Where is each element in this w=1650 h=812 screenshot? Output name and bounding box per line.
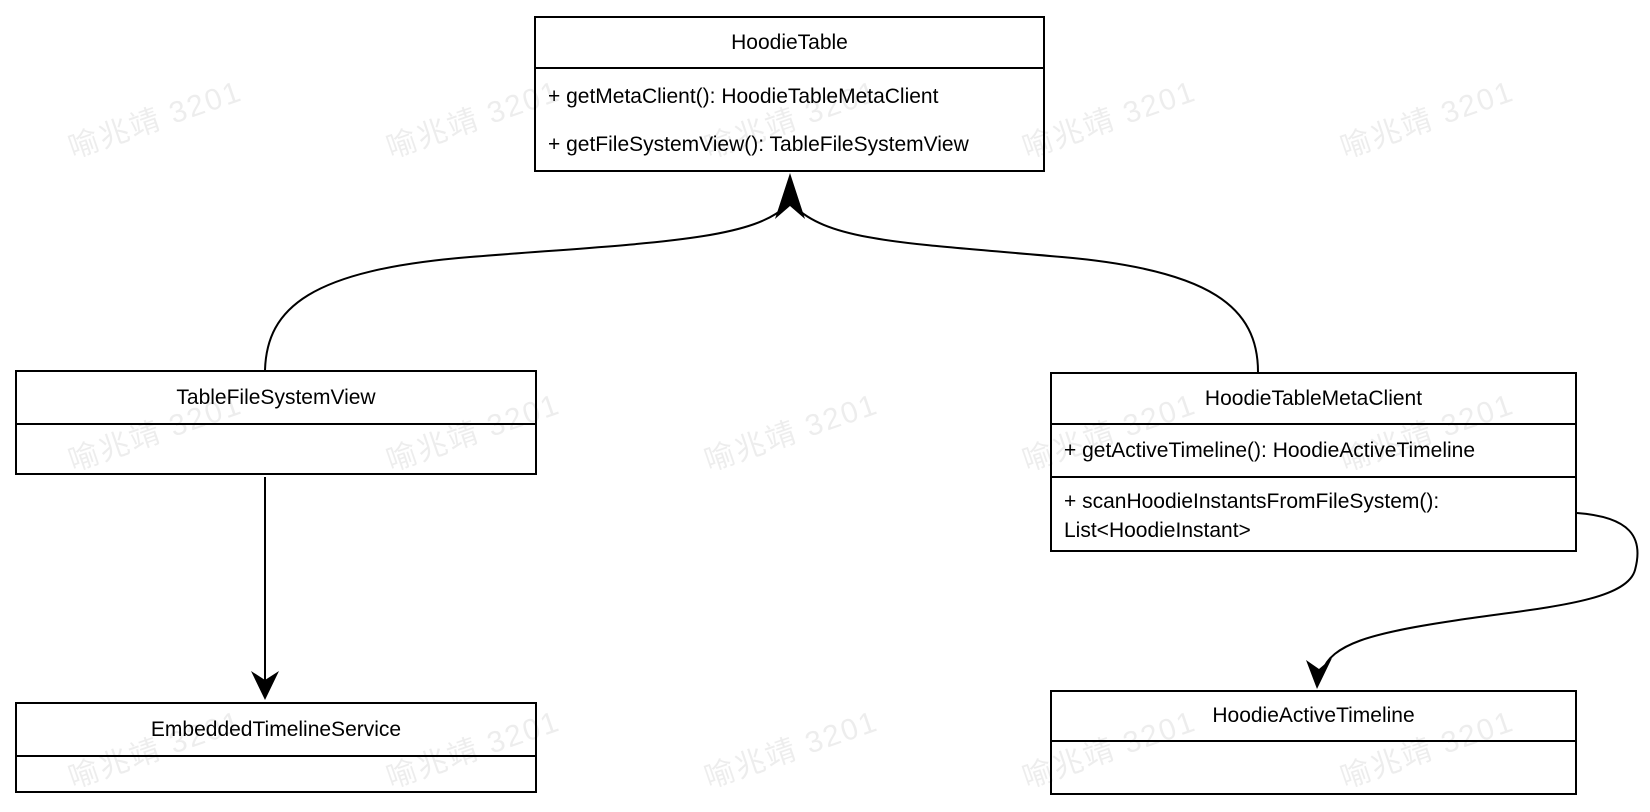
class-box-embeddedtimelineservice: EmbeddedTimelineService [15, 702, 537, 793]
class-title-hoodietable: HoodieTable [536, 18, 1043, 69]
class-box-tablefilesystemview: TableFileSystemView [15, 370, 537, 475]
class-members-tablefilesystemview-empty [17, 425, 535, 473]
method-getmetaclient: + getMetaClient(): HoodieTableMetaClient [548, 85, 939, 108]
watermark-text: 喻兆靖 3201 [700, 387, 883, 479]
method-getactivetimeline: + getActiveTimeline(): HoodieActiveTimel… [1052, 425, 1575, 478]
class-members-embeddedtimelineservice-empty [17, 757, 535, 791]
watermark-text: 喻兆靖 3201 [1018, 74, 1201, 166]
class-members-hoodieactivetimeline-empty [1052, 742, 1575, 793]
class-box-hoodietablemetaclient: HoodieTableMetaClient + getActiveTimelin… [1050, 372, 1577, 552]
edge-hoodietablemetaclient-to-hoodietable [793, 205, 1259, 373]
watermark-text: 喻兆靖 3201 [1336, 74, 1519, 166]
arrowhead-up-hoodietable [775, 173, 805, 219]
class-title-tablefilesystemview: TableFileSystemView [17, 372, 535, 425]
method-getfilesystemview: + getFileSystemView(): TableFileSystemVi… [548, 133, 969, 156]
class-title-hoodieactivetimeline: HoodieActiveTimeline [1052, 692, 1575, 742]
edge-tablefilesystemview-to-hoodietable [264, 205, 787, 371]
arrowhead-down-embeddedtimelineservice [251, 671, 279, 700]
class-methods-hoodietable: + getMetaClient(): HoodieTableMetaClient… [536, 69, 1043, 173]
class-box-hoodietable: HoodieTable + getMetaClient(): HoodieTab… [534, 16, 1045, 172]
class-title-embeddedtimelineservice: EmbeddedTimelineService [17, 704, 535, 757]
class-title-hoodietablemetaclient: HoodieTableMetaClient [1052, 374, 1575, 425]
arrowhead-down-hoodieactivetimeline [1306, 658, 1332, 689]
watermark-text: 喻兆靖 3201 [700, 704, 883, 796]
class-box-hoodieactivetimeline: HoodieActiveTimeline [1050, 690, 1577, 795]
method-scanhoodieinstants: + scanHoodieInstantsFromFileSystem(): Li… [1064, 490, 1440, 542]
watermark-text: 喻兆靖 3201 [64, 74, 247, 166]
